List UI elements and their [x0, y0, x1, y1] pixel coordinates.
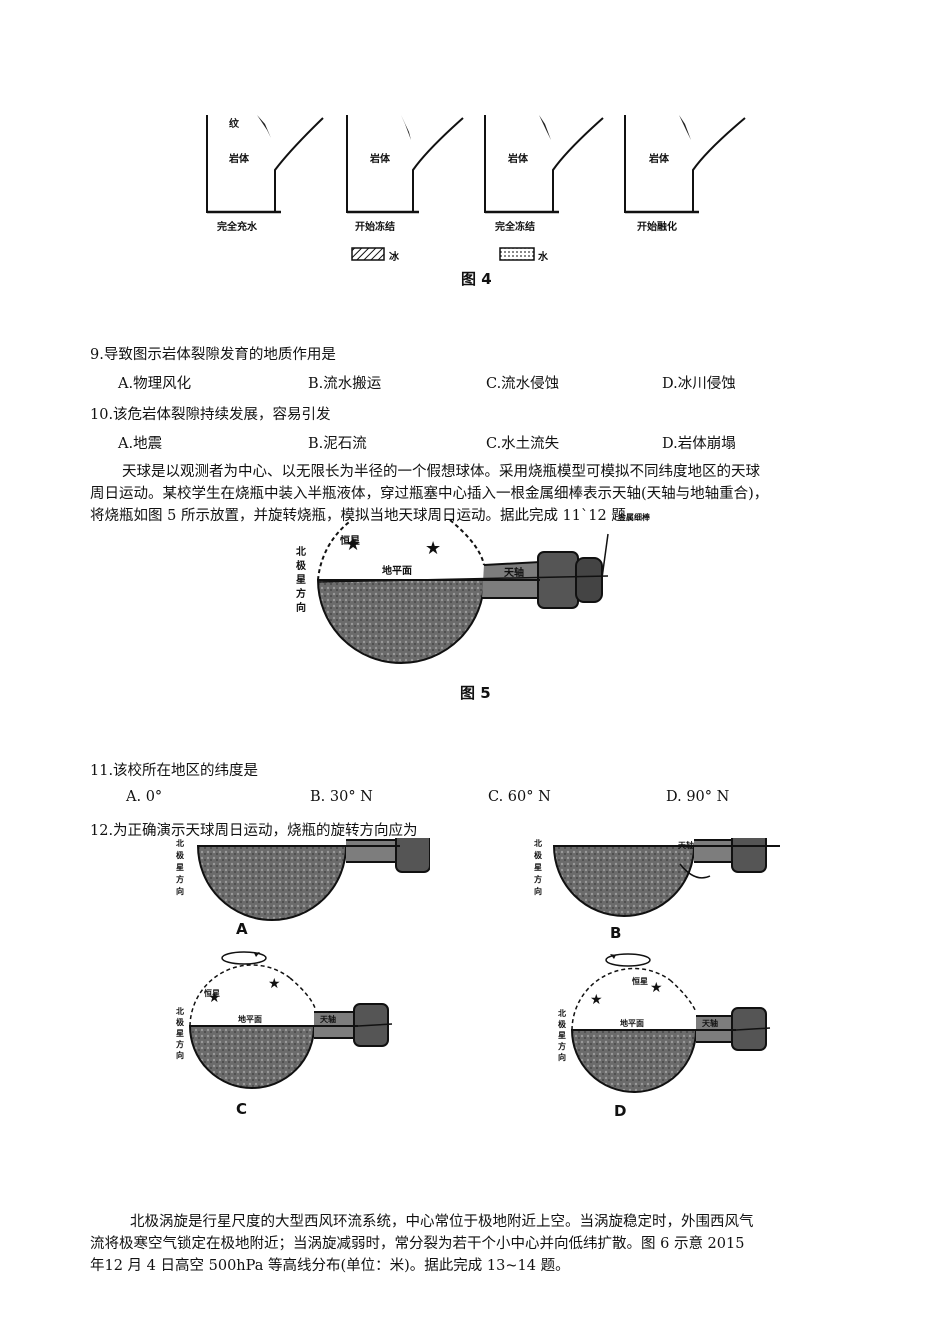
fig4-caption-4: 开始融化 [637, 222, 677, 233]
svg-text:★: ★ [590, 992, 603, 1008]
q12d-horizon-label: 地平面 [620, 1019, 644, 1028]
passage-2-line-1: 北极涡旋是行星尺度的大型西风环流系统，中心常位于极地附近上空。当涡旋稳定时，外围… [130, 1214, 754, 1230]
figure-5: ★ ★ 北极星方向 恒星 地平面 天轴 金属细棒 图 5 [290, 503, 670, 710]
fig4-caption-2: 开始冻结 [355, 222, 395, 233]
fig4-panel-3 [484, 115, 604, 214]
q12-figure-a: 北极星方向 A [170, 831, 431, 948]
question-12-stem: 12.为正确演示天球周日运动，烧瓶的旋转方向应为 [90, 823, 418, 839]
q12-figure-c: ★ ★ 北极星方向 恒星 地平面 天轴 C [170, 950, 430, 1120]
q12d-north-label: 北极星方向 [558, 1009, 566, 1062]
q12-letter-d: D [614, 1102, 627, 1120]
q9-option-a: A.物理风化 [118, 376, 192, 392]
fig5-axis-label: 天轴 [504, 568, 524, 579]
passage-2-line-2: 流将极寒空气锁定在极地附近；当涡旋减弱时，常分裂为若干个小中心并向低纬扩散。图 … [90, 1236, 745, 1252]
passage-2-line-3: 年12 月 4 日高空 500hPa 等高线分布(单位：米)。据此完成 13~1… [90, 1258, 570, 1274]
question-10-stem: 10.该危岩体裂隙持续发展，容易引发 [90, 407, 331, 423]
q12b-north-label: 北极星方向 [534, 839, 542, 896]
fig4-rock-label-2: 岩体 [370, 154, 390, 165]
q12b-axis-label: 天轴 [678, 841, 694, 850]
q9-option-c: C.流水侵蚀 [486, 376, 560, 392]
fig4-panel-4 [624, 115, 746, 214]
svg-text:★: ★ [268, 976, 281, 992]
svg-text:★: ★ [650, 980, 663, 996]
q12c-north-label: 北极星方向 [176, 1007, 184, 1060]
q11-option-c: C. 60° N [488, 789, 551, 805]
q12-letter-a: A [236, 920, 248, 938]
q11-option-d: D. 90° N [666, 789, 730, 805]
q12c-axis-label: 天轴 [320, 1015, 336, 1024]
figure-4: 纹 岩体 岩体 岩体 岩体 完全充水 开始冻结 完全冻结 开始融化 冰 水 图 … [195, 110, 755, 295]
q12-letter-b: B [610, 924, 622, 942]
fig5-north-label: 北极星方向 [296, 547, 306, 614]
q11-option-a: A. 0° [126, 789, 163, 805]
q9-option-b: B.流水搬运 [308, 376, 382, 392]
fig4-panel-2 [346, 115, 464, 214]
legend-water-swatch [499, 247, 535, 261]
svg-text:★: ★ [208, 990, 221, 1006]
passage-1-line-2: 周日运动。某校学生在烧瓶中装入半瓶液体，穿过瓶塞中心插入一根金属细棒表示天轴(天… [90, 486, 769, 502]
fig4-rock-label-1: 岩体 [229, 154, 249, 165]
q12a-north-label: 北极星方向 [176, 839, 184, 896]
figure-4-drawing [206, 115, 746, 261]
question-9-stem: 9.导致图示岩体裂隙发育的地质作用是 [90, 347, 336, 363]
q12d-star-label: 恒星 [632, 977, 648, 986]
q10-option-a: A.地震 [118, 436, 163, 452]
q12c-star-label: 恒星 [204, 989, 220, 998]
q10-option-d: D.岩体崩塌 [662, 436, 736, 452]
fig4-caption-3: 完全冻结 [495, 222, 535, 233]
svg-text:★: ★ [345, 534, 361, 555]
q12d-axis-label: 天轴 [702, 1019, 718, 1028]
q12-figure-d: ★ ★ 北极星方向 恒星 地平面 天轴 D [550, 950, 810, 1120]
question-11-stem: 11.该校所在地区的纬度是 [90, 763, 259, 779]
fig4-partial-label: 纹 [229, 119, 239, 130]
legend-ice-label: 冰 [389, 252, 399, 263]
q10-option-b: B.泥石流 [308, 436, 367, 452]
figure-5-drawing: ★ ★ [316, 503, 609, 664]
passage-1-line-1: 天球是以观测者为中心、以无限长为半径的一个假想球体。采用烧瓶模型可模拟不同纬度地… [122, 464, 760, 480]
q10-option-c: C.水土流失 [486, 436, 560, 452]
q11-option-b: B. 30° N [310, 789, 373, 805]
figure-4-title: 图 4 [461, 270, 492, 288]
legend-water-label: 水 [538, 252, 548, 263]
svg-text:★: ★ [425, 538, 441, 559]
legend-ice-swatch [351, 247, 385, 261]
fig4-rock-label-4: 岩体 [649, 154, 669, 165]
fig5-star-label: 恒星 [340, 536, 360, 547]
fig4-rock-label-3: 岩体 [508, 154, 528, 165]
figure-5-title: 图 5 [460, 684, 491, 702]
fig5-rod-label: 金属细棒 [618, 513, 650, 522]
q12-letter-c: C [236, 1100, 248, 1118]
fig5-horizon-label: 地平面 [382, 566, 412, 577]
passage-1-line-3: 将烧瓶如图 5 所示放置，并旋转烧瓶，模拟当地天球周日运动。据此完成 11`12… [90, 508, 641, 524]
q12-figure-b: 北极星方向 天轴 B [530, 831, 790, 948]
fig4-caption-1: 完全充水 [217, 222, 257, 233]
q12c-horizon-label: 地平面 [238, 1015, 262, 1024]
q9-option-d: D.冰川侵蚀 [662, 376, 736, 392]
fig4-panel-1 [206, 115, 324, 214]
